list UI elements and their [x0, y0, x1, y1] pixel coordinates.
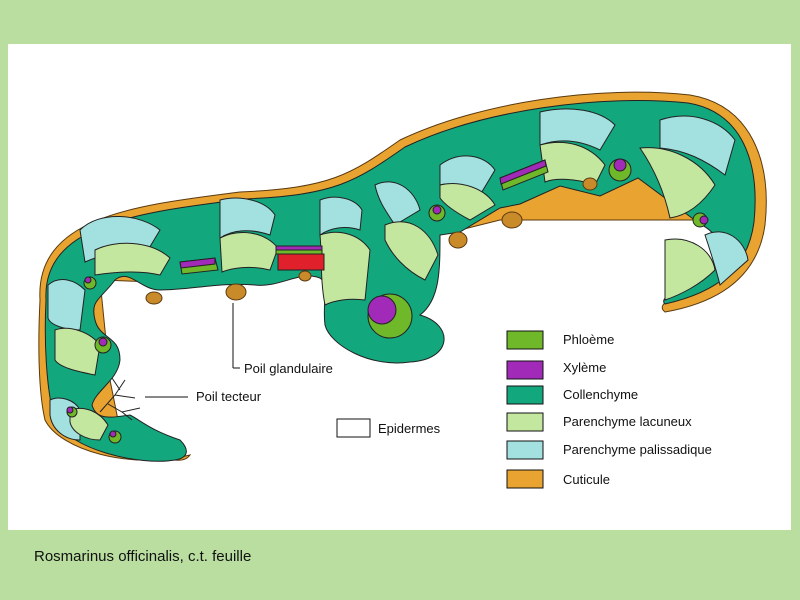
legend-label-phlo-me: Phloème [563, 332, 614, 347]
legend-label-parenchyme-lacuneux: Parenchyme lacuneux [563, 414, 692, 429]
palisade-region [539, 108, 616, 151]
figure-caption: Rosmarinus officinalis, c.t. feuille [34, 548, 252, 565]
legend-swatch-parenchyme-lacuneux [506, 412, 544, 432]
sclerenchyma-red [277, 253, 325, 271]
legend-label-cuticule: Cuticule [563, 472, 610, 487]
xylem [432, 205, 442, 215]
legend-label-xyl-me: Xylème [563, 360, 606, 375]
spongy-region [54, 327, 101, 376]
spongy-region [439, 183, 496, 221]
poil-glandulaire-label: Poil glandulaire [244, 361, 333, 376]
legend-swatch-phlo-me [506, 330, 544, 350]
xylem [66, 406, 74, 414]
xylem [367, 295, 397, 325]
xylem [699, 215, 709, 225]
spongy-region [664, 238, 716, 301]
parenchyme-palissadique-regions [47, 108, 749, 441]
xylem [98, 337, 108, 347]
glandular-hairs [145, 177, 598, 305]
glandular-hair [298, 270, 312, 282]
palisade-region [374, 181, 421, 226]
spongy-region [384, 221, 439, 281]
spongy-region [69, 407, 109, 441]
collenchyme [44, 100, 756, 462]
legend-swatch-cuticule [506, 469, 544, 489]
poil-tecteur-label: Poil tecteur [196, 389, 262, 404]
legend-label-parenchyme-palissadique: Parenchyme palissadique [563, 442, 712, 457]
palisade-region [704, 231, 749, 286]
xylem [179, 257, 216, 269]
glandular-hair [448, 231, 468, 249]
spongy-region [94, 242, 171, 276]
spongy-region [319, 231, 371, 306]
legend-swatch-xyl-me [506, 360, 544, 380]
glandular-hair [145, 291, 163, 305]
palisade-region [659, 115, 736, 176]
leaf-section [38, 91, 767, 462]
glandular-hair [501, 211, 523, 229]
spongy-region [219, 232, 279, 273]
legend-swatch-parenchyme-palissadique [506, 440, 544, 460]
legend-label-collenchyme: Collenchyme [563, 387, 638, 402]
glandular-hair [582, 177, 598, 191]
xylem [109, 430, 117, 438]
epidermes-label: Epidermes [378, 421, 441, 436]
epidermes-swatch [336, 418, 371, 438]
xylem [84, 276, 92, 284]
xylem [499, 159, 547, 185]
palisade-region [319, 196, 363, 236]
spongy-region [639, 147, 716, 219]
spongy-region [539, 141, 606, 186]
parenchyme-lacuneux-regions [54, 141, 716, 441]
palisade-region [47, 279, 86, 331]
poil-tecteur-drawing [99, 377, 141, 421]
glandular-hair [225, 283, 247, 301]
palisade-region [219, 197, 276, 239]
vascular-bundles [66, 158, 709, 444]
xylem [613, 158, 627, 172]
xylem [275, 245, 323, 251]
legend-swatch-collenchyme [506, 385, 544, 405]
